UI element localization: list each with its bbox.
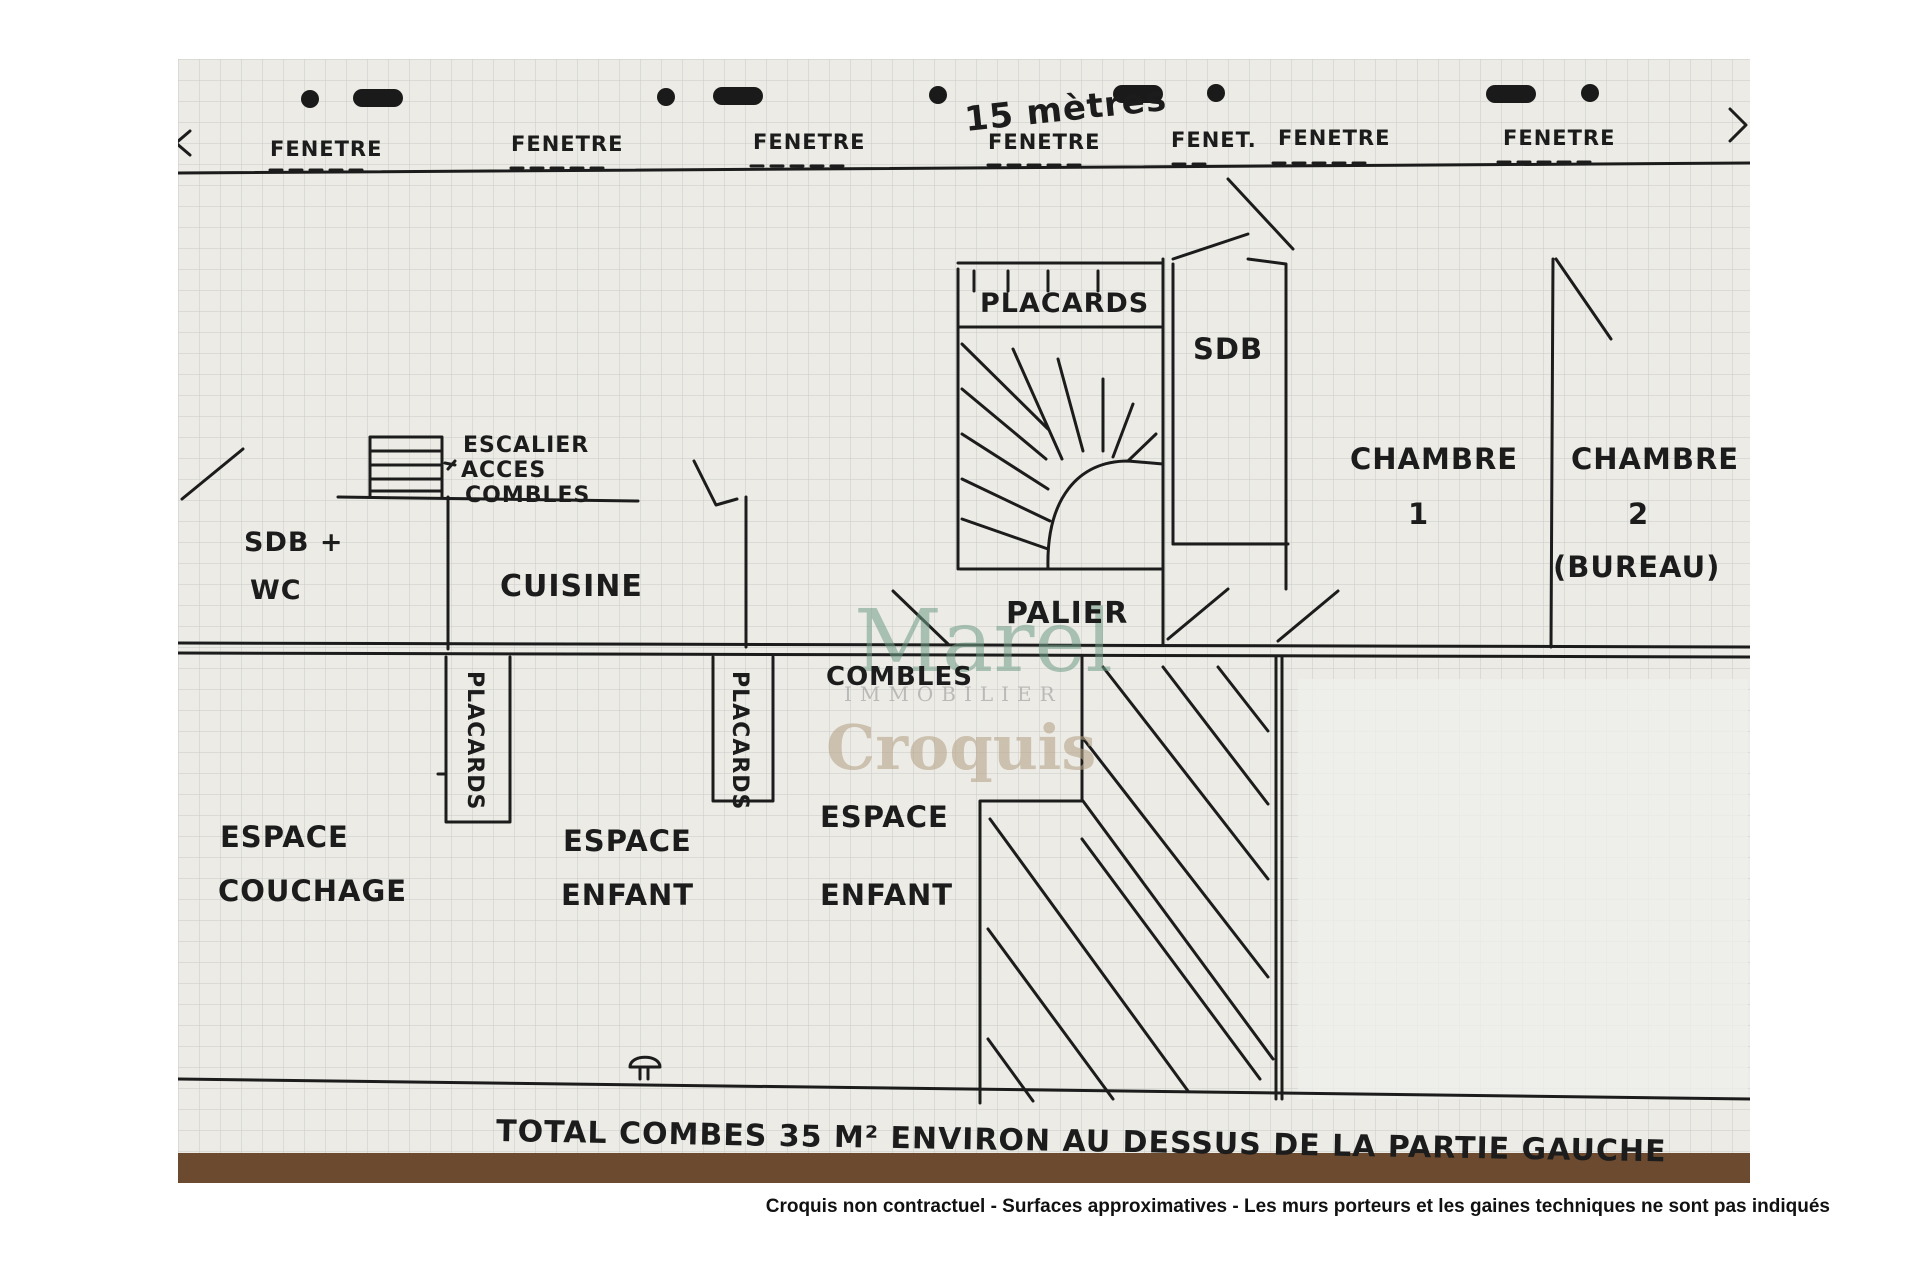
floor-separation <box>178 641 1750 659</box>
espace-enfant-2-label-2: ENFANT <box>820 878 953 912</box>
placards-mid-label: PLACARDS <box>727 671 752 810</box>
chambre2-label-1: CHAMBRE <box>1571 442 1739 476</box>
window-label-2: FENETRE <box>511 132 623 156</box>
espace-couchage-label-2: COUCHAGE <box>218 874 407 908</box>
escalier-label-1: ESCALIER <box>463 433 589 458</box>
disclaimer-caption: Croquis non contractuel - Surfaces appro… <box>765 1196 1830 1217</box>
wood-table-edge <box>178 1153 1750 1183</box>
window-label-1: FENETRE <box>270 137 382 161</box>
chambre2-label-3: (BUREAU) <box>1553 550 1720 584</box>
placards-top-label: PLACARDS <box>980 288 1149 319</box>
espace-enfant-1-label-1: ESPACE <box>563 824 692 858</box>
plan-drawing: FENETRE FENETRE FENETRE FENETRE FENET. F… <box>178 59 1750 1183</box>
window-labels: FENETRE FENETRE FENETRE FENETRE FENET. F… <box>270 126 1615 161</box>
blank-area <box>1298 679 1748 1099</box>
placards-left-label: PLACARDS <box>462 671 487 810</box>
combles-label: COMBLES <box>826 662 973 692</box>
upper-walls <box>180 177 1613 651</box>
lower-walls <box>178 655 1750 1105</box>
espace-couchage-label-1: ESPACE <box>220 820 349 854</box>
window-label-5: FENET. <box>1171 128 1257 152</box>
chambre1-label-1: CHAMBRE <box>1350 442 1518 476</box>
escalier-label-3: COMBLES <box>465 483 590 508</box>
window-label-3: FENETRE <box>753 130 865 154</box>
watermark-logo: Marel <box>854 592 1113 692</box>
floor-plan-sketch: FENETRE FENETRE FENETRE FENETRE FENET. F… <box>178 59 1750 1183</box>
watermark-subtitle: IMMOBILIER <box>844 682 1063 706</box>
cuisine-label: CUISINE <box>500 569 643 604</box>
sdb-wc-label-1: SDB + <box>244 527 343 558</box>
espace-enfant-2-label-1: ESPACE <box>820 800 949 834</box>
window-label-6: FENETRE <box>1278 126 1390 150</box>
facade-wall <box>178 107 1750 175</box>
binder-holes <box>301 84 1599 108</box>
chambre2-label-2: 2 <box>1628 497 1649 531</box>
room-labels: PLACARDS SDB ESCALIER ACCES COMBLES SDB … <box>218 288 1739 1169</box>
escalier-label-2: ACCES <box>461 458 546 483</box>
window-marks <box>268 160 1600 172</box>
hatching <box>986 665 1275 1103</box>
watermark-croquis: Croquis <box>826 711 1096 784</box>
sdb-wc-label-2: WC <box>250 575 302 606</box>
palier-label: PALIER <box>1006 596 1128 631</box>
sdb-label: SDB <box>1193 332 1263 366</box>
espace-enfant-1-label-2: ENFANT <box>561 878 694 912</box>
window-label-7: FENETRE <box>1503 126 1615 150</box>
window-label-4: FENETRE <box>988 130 1100 154</box>
chambre1-label-2: 1 <box>1408 497 1429 531</box>
